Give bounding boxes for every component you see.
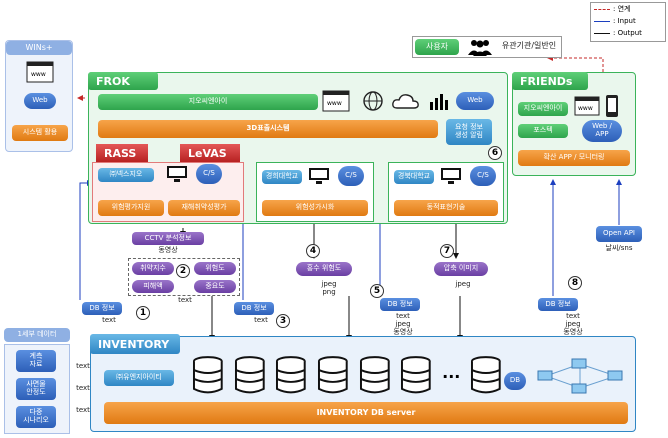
levas-title: LeVAS xyxy=(180,144,240,162)
database-icon xyxy=(276,356,307,394)
risk-group xyxy=(128,258,240,296)
globe-icon xyxy=(363,91,383,111)
cloud-icon xyxy=(392,94,419,109)
first-data-measurement: 계측 자료 xyxy=(16,350,56,372)
wins-system-button[interactable]: 시스템 활용 xyxy=(12,125,68,141)
database-icon xyxy=(471,356,502,394)
flood-sub: jpeg png xyxy=(321,280,337,297)
database-icon xyxy=(234,356,265,394)
inventory-db-badge: DB xyxy=(504,372,526,390)
browser-icon: www xyxy=(574,96,600,116)
svg-text:www: www xyxy=(31,71,46,78)
monitor-icon xyxy=(441,168,461,184)
step-number-3: 3 xyxy=(276,314,290,328)
first-data-slope: 사면물 안정도 xyxy=(16,378,56,400)
risk-text: text xyxy=(178,296,192,304)
univ1-visualization: 위험성가시화 xyxy=(262,200,368,216)
first-data-text-2: text xyxy=(76,384,90,392)
friends-webapp: Web / APP xyxy=(582,120,622,142)
first-data-text-1: text xyxy=(76,362,90,370)
risk-vulnerability-index: 취약지수 xyxy=(132,262,174,275)
browser-icon: www xyxy=(322,90,350,112)
step-number-5: 5 xyxy=(370,284,384,298)
step-number-6: 6 xyxy=(488,146,502,160)
univ1-name: 경희대학교 xyxy=(262,170,302,184)
univ1-cs: C/S xyxy=(338,166,364,186)
db-info-3: DB 정보 xyxy=(380,298,420,311)
legend-output: : Output xyxy=(613,29,642,37)
wins-title: WINs+ xyxy=(6,41,72,55)
legend-link: : 연계 xyxy=(613,5,631,13)
frok-web-button[interactable]: Web xyxy=(456,92,494,110)
univ2-dynamic: 동적표현기술 xyxy=(394,200,498,216)
friends-postech: 포스텍 xyxy=(518,124,568,138)
bar-chart-icon xyxy=(430,94,448,110)
browser-icon: www xyxy=(26,61,54,83)
frok-geo-bar: 지오씨엔아이 xyxy=(98,94,318,110)
org-label: 유관기관/일반인 xyxy=(501,41,557,50)
compressed-image: 압축 이미지 xyxy=(434,262,488,276)
inventory-db-server: INVENTORY DB server xyxy=(104,402,628,424)
monitor-icon xyxy=(309,168,329,184)
db-info-4: DB 정보 xyxy=(538,298,578,311)
levas-vulnerability: 재해취약성평가 xyxy=(168,200,240,216)
svg-text:www: www xyxy=(327,100,342,107)
rass-cs: C/S xyxy=(196,164,222,184)
step-number-4: 4 xyxy=(306,244,320,258)
db-info-2-sub: text xyxy=(254,316,268,324)
rass-title: RASS xyxy=(96,144,148,162)
friends-title: FRIENDs xyxy=(512,72,588,90)
disk-row: ··· xyxy=(192,356,502,396)
step-number-7: 7 xyxy=(440,244,454,258)
wins-panel: WINs+ www Web 시스템 활용 xyxy=(5,40,73,152)
step-number-1: 1 xyxy=(136,306,150,320)
inventory-title: INVENTORY xyxy=(90,334,180,354)
ellipsis: ··· xyxy=(442,366,461,386)
step-number-8: 8 xyxy=(568,276,582,290)
friends-geo: 지오씨엔아이 xyxy=(518,102,568,116)
cctv-sub: 동영상 xyxy=(158,246,178,254)
frok-request-notice: 요청 정보 생성 알림 xyxy=(446,119,492,145)
risk-damage: 피해액 xyxy=(132,280,174,293)
db-info-2: DB 정보 xyxy=(234,302,274,315)
first-data-title: 1세부 데이터 xyxy=(4,328,70,342)
people-icon xyxy=(468,40,492,56)
cctv-label: CCTV 분석정보 xyxy=(132,232,204,245)
flood-risk: 홍수 위험도 xyxy=(296,262,352,276)
first-data-scenario: 다중 시나리오 xyxy=(16,406,56,428)
monitor-icon xyxy=(167,166,187,182)
step-number-2: 2 xyxy=(176,264,190,278)
frok-3d-bar: 3D표출시스템 xyxy=(98,120,438,138)
user-box: 사용자 유관기관/일반인 xyxy=(412,36,562,58)
wins-web-button[interactable]: Web xyxy=(24,93,56,109)
inventory-company: ㈜유엔지아이티 xyxy=(104,370,174,386)
open-api: Open API xyxy=(596,226,642,242)
network-icon xyxy=(537,358,623,394)
first-data-text-3: text xyxy=(76,406,90,414)
mobile-icon xyxy=(606,95,618,117)
rass-risk-support: 위험평가지원 xyxy=(98,200,164,216)
database-icon xyxy=(359,356,390,394)
user-label: 사용자 xyxy=(415,39,459,55)
frok-title: FROK xyxy=(88,72,158,90)
rass-company: ㈜넥스지오 xyxy=(98,168,154,182)
open-api-sub: 날씨/sns xyxy=(605,244,633,252)
db-info-1: DB 정보 xyxy=(82,302,122,315)
univ2-name: 경북대학교 xyxy=(394,170,434,184)
comp-sub: jpeg xyxy=(455,280,471,288)
risk-danger-level: 위험도 xyxy=(194,262,236,275)
database-icon xyxy=(401,356,432,394)
db-info-1-sub: text xyxy=(102,316,116,324)
database-icon xyxy=(192,356,223,394)
db-info-4-sub: text jpeg 동영상 xyxy=(563,312,583,337)
friends-diffusion-app: 확산 APP / 모니터링 xyxy=(518,150,630,166)
db-info-3-sub: text jpeg 동영상 xyxy=(393,312,413,337)
legend: : 연계 : Input : Output xyxy=(590,2,666,42)
risk-importance: 중요도 xyxy=(194,280,236,293)
univ2-cs: C/S xyxy=(470,166,496,186)
database-icon xyxy=(318,356,348,394)
legend-input: : Input xyxy=(613,17,636,25)
svg-text:www: www xyxy=(578,105,593,112)
